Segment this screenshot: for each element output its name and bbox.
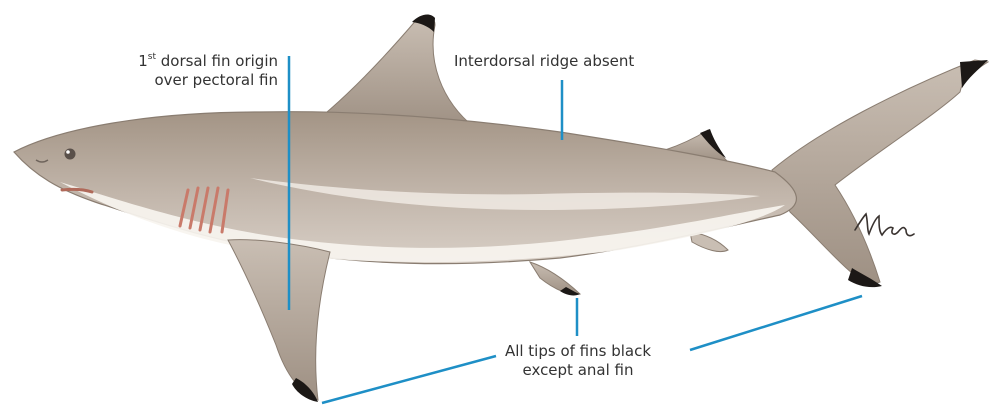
label-dorsal-fin-origin: 1st dorsal fin origin over pectoral fin bbox=[138, 52, 278, 90]
first-dorsal-fin bbox=[315, 16, 475, 128]
label-dorsal-line-1: 1st dorsal fin origin bbox=[138, 52, 278, 71]
label-fin-tips-line-2: except anal fin bbox=[495, 361, 661, 380]
label-fin-tips-line-1: All tips of fins black bbox=[495, 342, 661, 361]
label-dorsal-line-2: over pectoral fin bbox=[138, 71, 278, 90]
shark-body bbox=[14, 112, 796, 264]
pectoral-fin bbox=[228, 240, 330, 400]
caudal-fin bbox=[772, 60, 988, 285]
leader-line-caudal bbox=[690, 296, 862, 350]
eye-highlight bbox=[66, 150, 70, 154]
label-fin-tips: All tips of fins black except anal fin bbox=[495, 342, 661, 380]
signature bbox=[855, 214, 914, 236]
pelvic-fin bbox=[530, 262, 580, 294]
eye bbox=[65, 149, 76, 160]
leader-line-pectoral bbox=[322, 356, 496, 403]
label-interdorsal-ridge: Interdorsal ridge absent bbox=[454, 52, 634, 71]
